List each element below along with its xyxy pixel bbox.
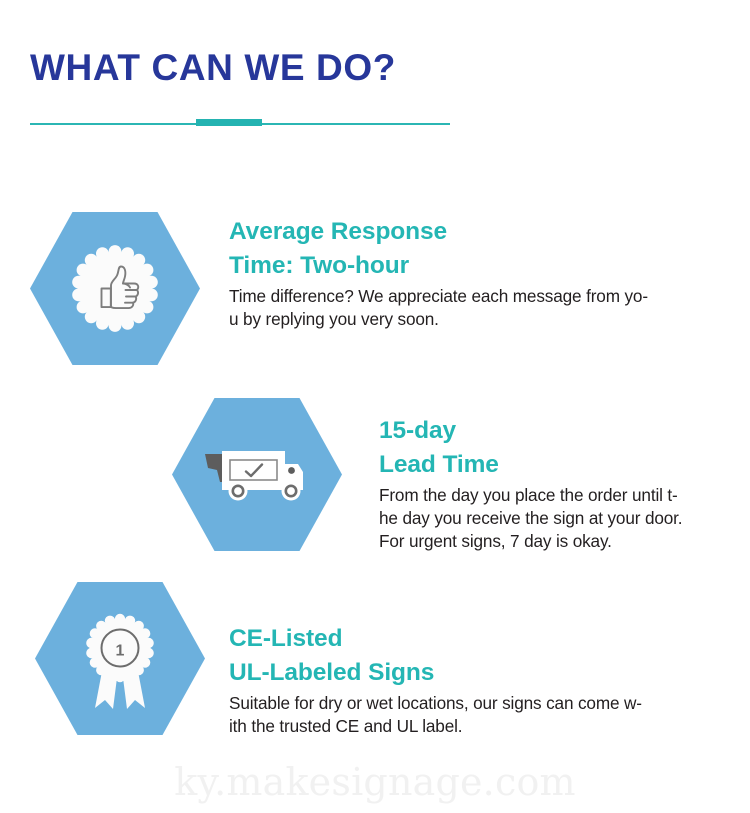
feature-heading-2: 15-day Lead Time: [379, 414, 682, 482]
feature-heading-1-line1: Average Response: [229, 218, 448, 245]
feature-body-3: Suitable for dry or wet locations, our s…: [229, 692, 642, 738]
feature-body-1-line1: Time difference? We appreciate each mess…: [229, 285, 648, 306]
feature-hexagon-1: [30, 212, 200, 365]
feature-text-3: CE-Listed UL-Labeled Signs Suitable for …: [229, 622, 642, 738]
feature-body-3-line2: ith the trusted CE and UL label.: [229, 715, 463, 736]
feature-body-2-line2: he day you receive the sign at your door…: [379, 507, 683, 528]
feature-body-1-line2: u by replying you very soon.: [229, 308, 439, 329]
feature-hexagon-3: 1: [35, 582, 205, 735]
feature-heading-2-line1: 15-day: [379, 417, 457, 444]
feature-heading-1: Average Response Time: Two-hour: [229, 215, 648, 283]
feature-heading-2-line2: Lead Time: [379, 450, 499, 478]
header-divider-accent: [196, 119, 262, 126]
feature-hexagon-2: [172, 398, 342, 551]
feature-heading-3: CE-Listed UL-Labeled Signs: [229, 622, 642, 690]
feature-heading-3-line2: UL-Labeled Signs: [229, 658, 435, 686]
award-ribbon-icon: 1: [86, 613, 154, 709]
feature-body-2: From the day you place the order until t…: [379, 484, 683, 553]
award-rank-number: 1: [116, 643, 125, 660]
delivery-truck-icon: [205, 451, 303, 501]
feature-body-2-line1: From the day you place the order until t…: [379, 484, 678, 505]
feature-heading-3-line1: CE-Listed: [229, 625, 343, 652]
site-watermark: ky.makesignage.com: [174, 760, 576, 804]
feature-body-2-line3: For urgent signs, 7 day is okay.: [379, 530, 612, 551]
thumbs-up-badge-icon: [72, 245, 158, 332]
page-title: WHAT CAN WE DO?: [30, 47, 396, 88]
feature-heading-1-line2: Time: Two-hour: [229, 251, 410, 279]
feature-body-3-line1: Suitable for dry or wet locations, our s…: [229, 692, 642, 713]
feature-body-1: Time difference? We appreciate each mess…: [229, 285, 648, 331]
feature-text-1: Average Response Time: Two-hour Time dif…: [229, 215, 648, 331]
feature-text-2: 15-day Lead Time From the day you place …: [379, 414, 683, 553]
